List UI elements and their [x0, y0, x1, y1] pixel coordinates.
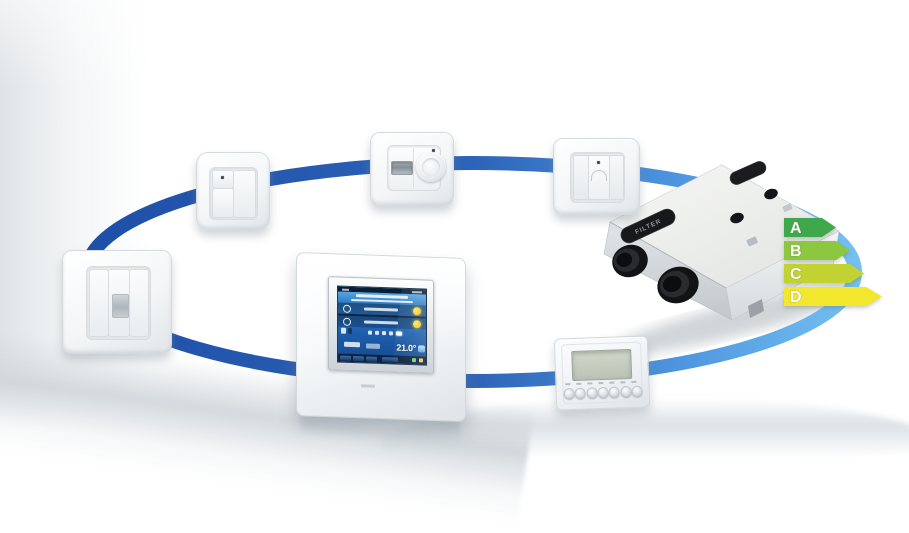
button-label-mark	[631, 380, 637, 383]
round-button	[608, 386, 621, 398]
switch-module	[570, 152, 625, 203]
sun-icon	[413, 306, 421, 315]
menu-icon-green	[412, 358, 416, 363]
thermostat-module	[387, 145, 446, 191]
energy-arrow-c	[784, 264, 864, 283]
day-mark	[389, 331, 393, 336]
menu-button	[340, 355, 351, 361]
button-label-mark	[565, 383, 571, 385]
lcd-display	[571, 348, 633, 382]
module-seam	[413, 148, 414, 188]
rocker-display-window	[112, 294, 129, 318]
round-button	[574, 387, 587, 399]
vent-latch-side	[746, 236, 758, 247]
button-label-mark	[576, 382, 582, 385]
menu-icon-yellow	[419, 358, 423, 363]
energy-grade-a: A	[790, 220, 802, 237]
button-top-left	[212, 170, 234, 189]
button-label-mark	[587, 382, 593, 385]
vent-top-port-center	[730, 212, 744, 224]
round-button	[619, 385, 632, 398]
gear-icon	[343, 304, 351, 313]
arch-marking	[591, 170, 607, 181]
row-text-line	[364, 320, 398, 325]
statusbar-clock-mark	[412, 290, 422, 293]
rocker-right	[129, 269, 149, 337]
temperature-reading: 21.0°	[396, 342, 416, 354]
gear-icon	[343, 317, 351, 326]
energy-grade-b: B	[790, 243, 802, 260]
wall-switch-two-gang	[196, 152, 270, 230]
button-label-mark	[609, 381, 615, 384]
rocker-left	[89, 269, 109, 337]
ventilation-unit: FILTER	[603, 161, 840, 321]
rocker-middle	[108, 269, 130, 337]
vent-top-port-right	[764, 188, 778, 200]
screen-bezel: 21.0°	[328, 276, 434, 374]
vent-filter-grille-front: FILTER	[620, 208, 676, 244]
strip-icon	[341, 327, 346, 334]
switch-module	[209, 167, 258, 220]
vent-foot-bracket	[748, 299, 764, 318]
lcd-programmer	[553, 335, 651, 411]
weather-icon	[418, 345, 425, 353]
header-text-line	[356, 294, 408, 299]
button-bottom-left	[212, 188, 234, 218]
button-label-mark	[620, 381, 626, 383]
day-mark	[382, 331, 386, 336]
status-led	[597, 161, 600, 164]
day-mark	[368, 330, 372, 335]
wall-switch-three-rocker	[62, 250, 172, 354]
row-text-line	[364, 307, 398, 312]
energy-grade-d: D	[790, 289, 802, 306]
sun-icon	[413, 319, 421, 328]
vent-latch-top	[782, 203, 793, 213]
thermostat-display-slot	[391, 161, 413, 175]
thermostat-dial-device	[370, 132, 454, 206]
day-mark-active	[396, 331, 402, 336]
round-button	[631, 385, 643, 397]
menu-button-wide	[382, 356, 398, 363]
button-right	[233, 170, 256, 218]
status-led	[432, 149, 435, 152]
energy-arrow-d	[784, 287, 882, 306]
round-button	[597, 386, 609, 399]
menu-button	[366, 355, 377, 362]
vent-duct-lower	[657, 266, 699, 304]
wall-switch-shutter-control	[553, 138, 640, 215]
day-mark	[375, 330, 379, 335]
energy-grade-c: C	[790, 266, 802, 283]
segment-left	[573, 155, 589, 200]
vent-duct-upper	[612, 244, 648, 278]
round-button	[586, 387, 598, 399]
reading-left	[344, 341, 360, 348]
thermostat-dial	[416, 152, 446, 182]
screen-menu-bar	[338, 353, 426, 365]
energy-efficiency-label: A B C D	[784, 218, 882, 306]
brand-logo-mark	[361, 384, 375, 388]
thermostat-dial-center	[422, 158, 440, 176]
touchscreen-control-panel: 21.0°	[296, 252, 466, 422]
menu-button	[353, 355, 364, 361]
energy-arrow-b	[784, 241, 850, 260]
button-label-mark	[598, 381, 604, 384]
strip-icon	[348, 327, 352, 334]
vent-filter-grille-back	[729, 161, 767, 185]
reading-middle	[366, 343, 380, 349]
round-button	[563, 387, 575, 400]
energy-arrow-a	[784, 218, 836, 237]
switch-module	[86, 266, 151, 340]
segment-right	[609, 155, 624, 200]
statusbar-mark	[342, 288, 349, 291]
touch-screen: 21.0°	[337, 285, 427, 366]
status-led	[221, 176, 224, 179]
